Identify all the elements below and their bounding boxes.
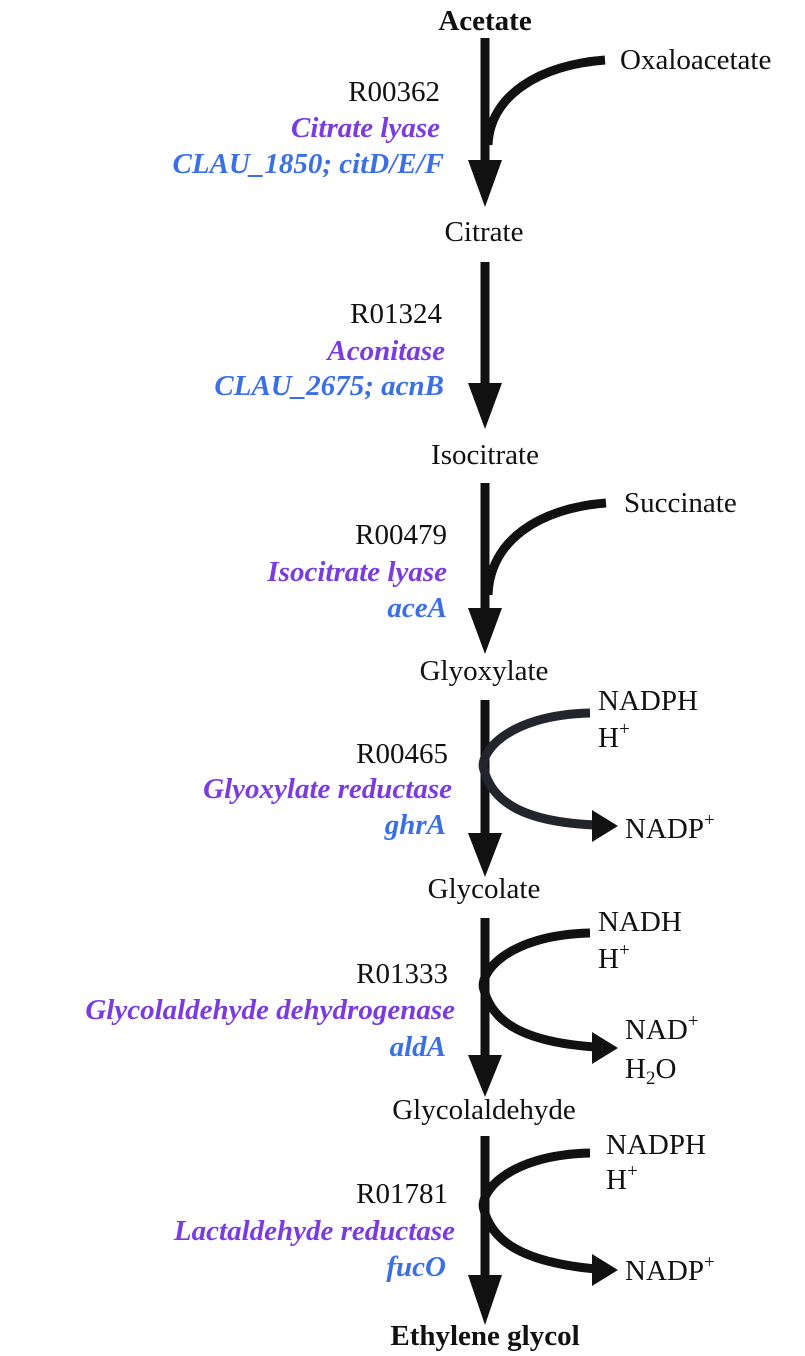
nadp-arrowhead-1 [592, 810, 618, 842]
side-compound-nadph: NADPH [598, 685, 698, 717]
gene-label: aldA [389, 1031, 446, 1063]
main-arrowhead-4 [468, 833, 502, 877]
side-compound-h-plus: H+ [606, 1161, 638, 1196]
side-compound-h-plus: H+ [598, 719, 630, 754]
reaction-id: R00465 [356, 738, 448, 770]
enzyme-name: Aconitase [327, 335, 445, 367]
side-compound-nad-plus: NAD+ [625, 1011, 699, 1046]
side-compound-h-plus: H+ [598, 940, 630, 975]
oxaloacetate-curve [483, 55, 606, 146]
main-arrowhead-2 [468, 383, 502, 429]
gene-label: CLAU_1850; citD/E/F [172, 148, 444, 180]
reaction-id: R01333 [356, 958, 448, 990]
reaction-id: R01324 [350, 298, 442, 330]
reaction-id: R01781 [356, 1178, 448, 1210]
side-compound-nadph: NADPH [606, 1129, 706, 1161]
enzyme-name: Glyoxylate reductase [203, 773, 452, 805]
gene-label: ghrA [384, 809, 446, 841]
nadph-nadp-curve-2 [478, 1148, 597, 1274]
side-compound-nadp-plus: NADP+ [625, 1252, 715, 1287]
compound-glycolate: Glycolate [427, 873, 541, 905]
compound-citrate: Citrate [444, 216, 524, 248]
enzyme-name: Glycolaldehyde dehydrogenase [85, 994, 455, 1026]
enzyme-name: Isocitrate lyase [267, 556, 447, 588]
main-arrowhead-3 [468, 608, 502, 654]
nadh-nad-curve [478, 928, 597, 1052]
main-arrowhead-6 [468, 1275, 502, 1325]
compound-glyoxylate: Glyoxylate [419, 655, 549, 687]
nadph-nadp-curve-1 [478, 708, 597, 830]
main-arrowhead-5 [468, 1055, 502, 1097]
enzyme-name: Lactaldehyde reductase [173, 1215, 455, 1247]
gene-label: CLAU_2675; acnB [214, 370, 444, 402]
gene-label: fucO [386, 1251, 446, 1283]
succinate-curve [483, 498, 607, 596]
side-compound-oxaloacetate: Oxaloacetate [620, 44, 772, 76]
nad-arrowhead [592, 1032, 618, 1064]
side-compound-water: H2O [625, 1053, 677, 1089]
side-compound-nadp-plus: NADP+ [625, 810, 715, 845]
compound-isocitrate: Isocitrate [431, 439, 539, 471]
reaction-id: R00479 [355, 519, 447, 551]
compound-glycolaldehyde: Glycolaldehyde [392, 1094, 576, 1126]
main-arrowhead-1 [468, 160, 502, 207]
reaction-id: R00362 [348, 76, 440, 108]
compound-ethylene-glycol: Ethylene glycol [390, 1320, 580, 1352]
compound-acetate: Acetate [438, 5, 532, 37]
side-compound-nadh: NADH [598, 906, 682, 938]
nadp-arrowhead-2 [592, 1254, 618, 1286]
side-compound-succinate: Succinate [624, 487, 737, 519]
gene-label: aceA [387, 592, 447, 624]
enzyme-name: Citrate lyase [290, 112, 440, 144]
